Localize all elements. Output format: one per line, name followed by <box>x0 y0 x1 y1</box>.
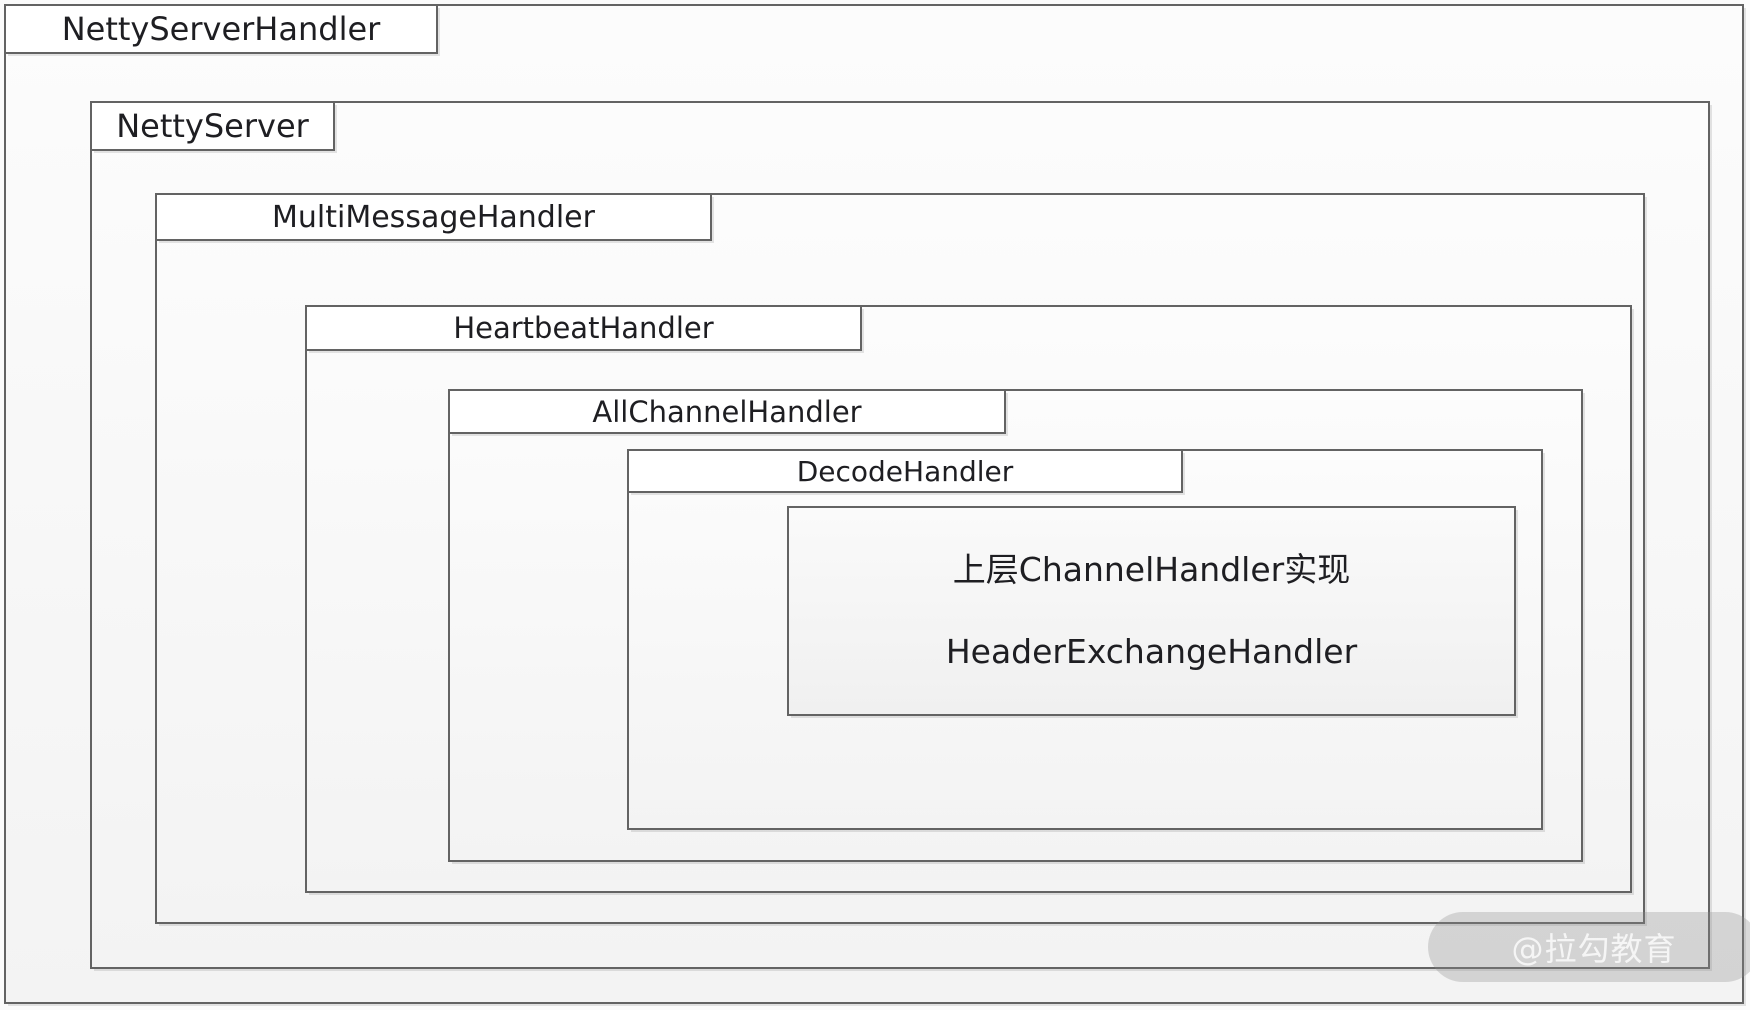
upper-channel-handler-box[interactable]: 上层ChannelHandler实现 HeaderExchangeHandler <box>787 506 1516 716</box>
layer-label-text: NettyServer <box>116 107 309 145</box>
layer-label-text: AllChannelHandler <box>592 394 862 429</box>
layer-label-heartbeat-handler: HeartbeatHandler <box>305 305 862 351</box>
layer-label-multi-message-handler: MultiMessageHandler <box>155 193 712 241</box>
layer-label-all-channel-handler: AllChannelHandler <box>448 389 1006 434</box>
layer-label-decode-handler: DecodeHandler <box>627 449 1183 493</box>
upper-channel-handler-line-1: 上层ChannelHandler实现 <box>952 549 1351 589</box>
layer-label-text: MultiMessageHandler <box>272 199 595 235</box>
layer-label-netty-server: NettyServer <box>90 101 335 151</box>
layer-label-text: DecodeHandler <box>796 454 1014 488</box>
layer-label-netty-server-handler: NettyServerHandler <box>4 4 438 54</box>
layer-label-text: HeartbeatHandler <box>453 311 714 345</box>
layer-label-text: NettyServerHandler <box>61 10 381 48</box>
header-exchange-handler-line-2: HeaderExchangeHandler <box>945 632 1358 671</box>
